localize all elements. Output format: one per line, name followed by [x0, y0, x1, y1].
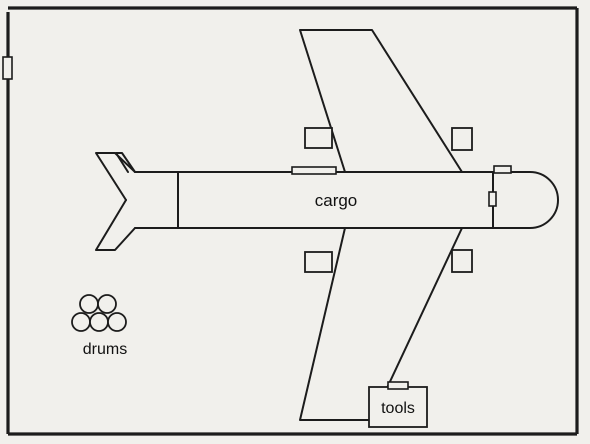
drum [97, 294, 117, 314]
airplane: cargo [95, 29, 559, 421]
drum [107, 312, 127, 332]
engine-upper-inner [304, 127, 333, 149]
door-marker [2, 56, 13, 80]
lower-wing [299, 227, 463, 421]
drum [89, 312, 109, 332]
tail-upper-edge [95, 152, 136, 201]
fuselage [134, 171, 559, 229]
hangar-walls [2, 6, 579, 436]
tool-box: tools [368, 381, 428, 428]
cockpit-door-marker [488, 191, 497, 207]
nose-door-marker [493, 165, 512, 174]
tail-lower-edge [95, 199, 136, 251]
tail-upper-fin [115, 152, 179, 173]
drums-label: drums [83, 341, 127, 358]
drum [71, 312, 91, 332]
tools-label: tools [381, 400, 415, 417]
engine-upper-outer [451, 127, 473, 151]
upper-wing [299, 29, 463, 173]
drums: drums [71, 294, 127, 358]
cargo-label: cargo [315, 191, 358, 210]
engine-lower-outer [451, 249, 473, 273]
tool-box-handle [387, 381, 409, 390]
cargo-door-marker [291, 166, 337, 175]
drum [79, 294, 99, 314]
engine-lower-inner [304, 251, 333, 273]
